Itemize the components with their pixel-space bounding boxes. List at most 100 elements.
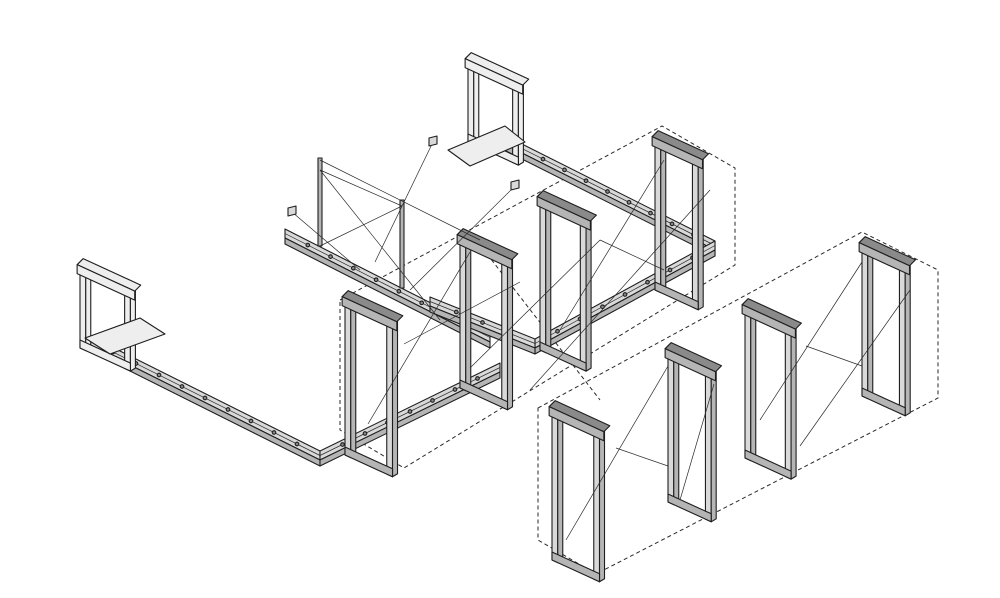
frame-exploded-1-left-post-side (557, 409, 564, 564)
frame-back-right-sill (654, 281, 699, 311)
rail-back-cross-bolt (645, 279, 650, 285)
frame-ghost-left-sill (79, 339, 131, 372)
bracing-cable-11 (469, 239, 601, 369)
rail-mid-long-bolt (328, 254, 333, 259)
bracing-cable-9 (559, 159, 665, 331)
frames (76, 52, 917, 583)
frame-back-center-left-post (539, 199, 547, 354)
frame-exploded-1-head-web (548, 406, 605, 442)
gate-post-right (399, 199, 405, 289)
frame-exploded-3-right-post-side (790, 325, 797, 480)
rail-left-long-bolt (225, 407, 231, 412)
frame-back-center-left-post-side (545, 199, 552, 354)
callout-box-lower (537, 231, 939, 575)
frame-front-left-post (344, 299, 352, 459)
bracing-cable-6 (291, 211, 361, 271)
rail-back-long-bolt (583, 178, 589, 184)
bracing-cable-13 (565, 365, 669, 541)
rail-mid-long-bolt (305, 242, 311, 248)
frame-exploded-1-left-post (551, 409, 559, 564)
rail-left-long-bolt (156, 372, 162, 378)
frame-exploded-2-head-web (664, 348, 717, 382)
frame-mid-right-head-web (456, 234, 513, 270)
rail-back-cross-bolt (555, 328, 560, 334)
bracing-cable-15 (679, 383, 715, 501)
bracing-cable-3 (319, 205, 403, 247)
rail-mid-long-bolt (350, 265, 356, 271)
frame-exploded-4-left-post-side (867, 245, 874, 400)
frame-front-right-post-side (391, 318, 399, 478)
frame-back-right-head-web (651, 136, 704, 170)
bracing-cable-2 (319, 169, 441, 321)
bracing-cable-17 (805, 345, 863, 367)
exploded-view-callouts (339, 125, 939, 575)
rail-left-long-bolt (202, 395, 208, 401)
frame-exploded-3-left-post (744, 307, 752, 462)
frame-exploded-4-head-web (858, 242, 911, 276)
bracing-cable-1 (319, 169, 403, 207)
rail-left-long-bolt (248, 418, 254, 424)
frame-exploded-2-left-post-side (673, 351, 680, 506)
rail-mid-long-bolt (373, 277, 379, 283)
rail-left-long-bolt (294, 441, 300, 447)
bracing-cable-8 (403, 281, 521, 345)
rail-back-long-bolt (626, 199, 632, 205)
frame-mid-right-sill (459, 379, 509, 411)
rail-link-bolt (453, 309, 459, 315)
gate-post-left (317, 157, 323, 247)
frame-exploded-4-right-post-side (904, 262, 911, 417)
bracing-cable-12 (529, 189, 711, 391)
rail-left-long-bolt (179, 384, 185, 389)
frame-exploded-3-head-web (741, 304, 796, 339)
frame-front-sill (344, 446, 394, 478)
rail-mid-long-bolt (396, 288, 402, 294)
cable-anchor-plate-3 (287, 205, 297, 217)
rail-front-cross-bolt (340, 442, 345, 447)
cable-anchor-plate-2 (510, 179, 520, 191)
frame-back-center-right-post-side (585, 217, 592, 372)
rail-back-long-bolt (605, 189, 610, 194)
frame-exploded-4-sill (861, 387, 906, 417)
rail-back-cross-bolt (622, 292, 628, 297)
frame-back-right-right-post-side (697, 156, 704, 311)
rail-back-long-bolt (562, 167, 567, 173)
frame-front-right-post (386, 318, 394, 478)
frame-ghost-right-head-web (464, 58, 524, 95)
frame-exploded-1-right-post-side (598, 428, 606, 583)
frame-front-head-web (341, 296, 398, 332)
base-rails (89, 132, 716, 467)
frame-ghost-left-head-web (76, 264, 136, 301)
frame-back-center-sill (539, 341, 587, 372)
bracing-cables (287, 135, 911, 541)
frame-mid-right-right-post-side (506, 256, 514, 411)
ghost-right-base-plate (447, 125, 526, 167)
rail-mid-long-bolt (419, 300, 425, 306)
rail-front-cross-bolt (430, 398, 435, 403)
bracing-cable-4 (374, 141, 434, 263)
rail-link-bolt (480, 320, 485, 325)
bracing-cable-5 (409, 185, 516, 291)
bracing-cable-7 (367, 251, 471, 425)
bracing-cable-14 (615, 447, 669, 467)
bracing-cable-10 (599, 239, 665, 271)
rail-back-long-bolt (669, 221, 675, 227)
rail-back-long-bolt (540, 156, 546, 162)
frame-exploded-1-sill (551, 551, 601, 583)
frame-exploded-3-right-post (784, 325, 792, 480)
frame-back-center-head-web (536, 196, 591, 231)
frame-exploded-2-left-post (667, 351, 675, 506)
frame-exploded-2-right-post (704, 368, 712, 523)
frame-exploded-4-right-post (898, 262, 906, 417)
rail-back-cross-bolt (600, 304, 605, 310)
frame-exploded-4-left-post (861, 245, 869, 400)
rail-front-cross-bolt (362, 431, 368, 436)
bracing-cable-16 (759, 261, 863, 421)
cable-anchor-plate-1 (428, 135, 438, 147)
frame-exploded-2-sill (667, 493, 712, 523)
rail-link-web (429, 305, 536, 355)
rail-left-long-bolt (271, 430, 277, 435)
ghost-left-base-plate (84, 317, 166, 355)
callout-box-upper (339, 125, 736, 469)
